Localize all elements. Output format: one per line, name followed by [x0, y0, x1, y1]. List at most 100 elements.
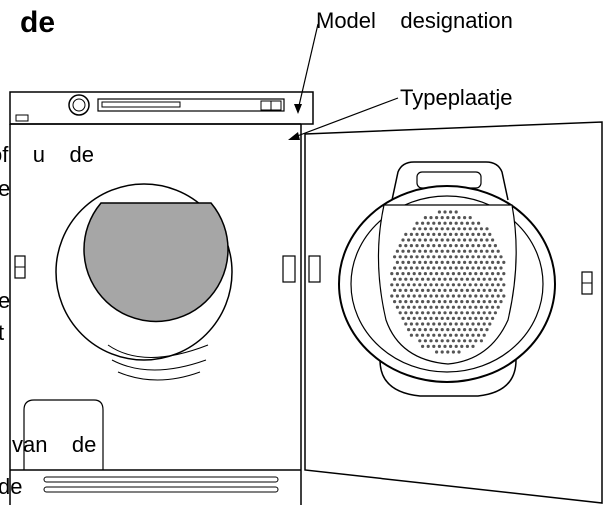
perforation-dot — [499, 277, 503, 281]
perforation-dot — [446, 339, 450, 343]
perforation-dot — [440, 339, 444, 343]
perforation-dot — [493, 311, 497, 315]
perforation-dot — [407, 272, 411, 276]
perforation-dot — [493, 266, 497, 270]
perforation-dot — [429, 328, 433, 332]
perforation-dot — [409, 311, 413, 315]
perforation-dot — [465, 244, 469, 248]
perforation-dot — [407, 283, 411, 287]
perforation-dot — [451, 350, 455, 354]
perforation-dot — [468, 227, 472, 231]
perforation-dot — [446, 238, 450, 242]
perforation-dot — [404, 232, 408, 236]
body-latch — [282, 255, 296, 283]
perforation-dot — [412, 238, 416, 242]
lower-compartment — [23, 399, 104, 470]
perforation-dot — [457, 305, 461, 309]
perforation-dot — [482, 277, 486, 281]
perforation-dot — [454, 322, 458, 326]
model-designation-arrow — [294, 104, 302, 114]
perforation-dot — [468, 216, 472, 220]
perforation-dot — [502, 283, 506, 287]
perforation-dot — [491, 249, 495, 253]
perforation-dot — [463, 249, 467, 253]
perforation-dot — [474, 238, 478, 242]
perforation-dot — [463, 283, 467, 287]
perforation-dot — [479, 272, 483, 276]
perforation-dot — [429, 339, 433, 343]
perforation-dot — [432, 277, 436, 281]
perforation-dot — [479, 339, 483, 343]
perforation-dot — [390, 283, 394, 287]
perforation-dot — [415, 288, 419, 292]
perforation-dot — [398, 288, 402, 292]
perforation-dot — [485, 283, 489, 287]
perforation-dot — [465, 221, 469, 225]
perforation-dot — [429, 272, 433, 276]
perforation-dot — [437, 322, 441, 326]
perforation-dot — [426, 244, 430, 248]
perforation-dot — [398, 311, 402, 315]
perforation-dot — [499, 266, 503, 270]
perforation-dot — [435, 216, 439, 220]
perforation-dot — [415, 277, 419, 281]
perforation-dot — [449, 232, 453, 236]
perforation-dot — [468, 328, 472, 332]
perforation-dot — [421, 255, 425, 259]
perforation-dot — [404, 311, 408, 315]
perforation-dot — [435, 272, 439, 276]
perforation-dot — [485, 249, 489, 253]
perforation-dot — [463, 294, 467, 298]
perforation-dot — [491, 305, 495, 309]
perforation-dot — [426, 288, 430, 292]
perforation-dot — [437, 311, 441, 315]
perforation-dot — [440, 272, 444, 276]
model-designation-leader — [297, 23, 319, 111]
perforation-dot — [463, 216, 467, 220]
perforation-dot — [443, 277, 447, 281]
perforation-dot — [437, 244, 441, 248]
perforation-dot — [415, 311, 419, 315]
perforation-dot — [412, 328, 416, 332]
perforation-dot — [440, 305, 444, 309]
perforation-dot — [451, 260, 455, 264]
perforation-dot — [479, 328, 483, 332]
perforation-dot — [457, 238, 461, 242]
perforation-dot — [423, 272, 427, 276]
perforation-dot — [465, 311, 469, 315]
perforation-dot — [496, 260, 500, 264]
perforation-dot — [496, 294, 500, 298]
perforation-dot — [407, 305, 411, 309]
perforation-dot — [460, 300, 464, 304]
perforation-dot — [415, 266, 419, 270]
perforation-dot — [429, 249, 433, 253]
perforation-dot — [491, 272, 495, 276]
perforation-dot — [451, 238, 455, 242]
perforation-dot — [488, 232, 492, 236]
perforation-dot — [404, 244, 408, 248]
perforation-dot — [449, 344, 453, 348]
perforation-dot — [460, 277, 464, 281]
perforation-dot — [426, 221, 430, 225]
perforation-dot — [474, 283, 478, 287]
perforation-dot — [446, 227, 450, 231]
perforation-dot — [429, 283, 433, 287]
perforation-dot — [429, 216, 433, 220]
perforation-dot — [401, 316, 405, 320]
perforation-dot — [443, 255, 447, 259]
perforation-dot — [454, 288, 458, 292]
perforation-dot — [496, 305, 500, 309]
perforation-dot — [460, 311, 464, 315]
perforation-dot — [418, 339, 422, 343]
perforation-dot — [482, 288, 486, 292]
perforation-dot — [463, 260, 467, 264]
perforation-dot — [474, 339, 478, 343]
perforation-dot — [440, 238, 444, 242]
perforation-dot — [446, 316, 450, 320]
perforation-dot — [460, 266, 464, 270]
perforation-dot — [451, 227, 455, 231]
perforation-dot — [390, 272, 394, 276]
perforation-dot — [474, 305, 478, 309]
perforation-dot — [393, 266, 397, 270]
